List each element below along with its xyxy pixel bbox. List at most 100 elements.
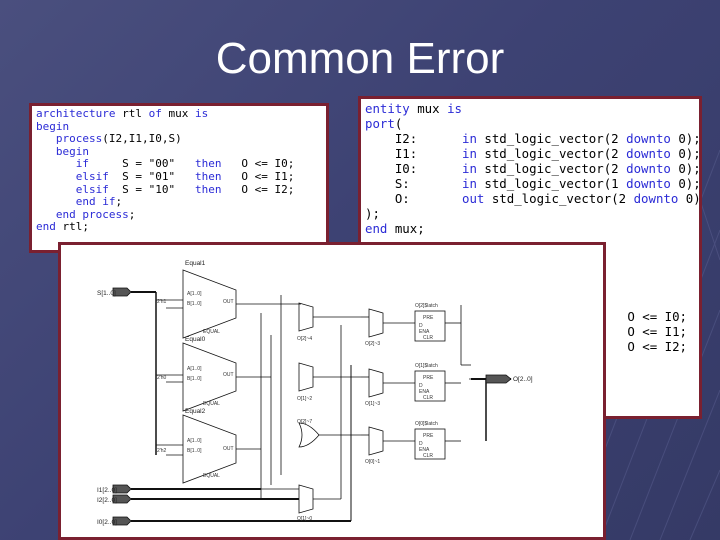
code-text: ; xyxy=(128,207,136,221)
mux-label: O[2]~4 xyxy=(297,336,312,342)
code-text: 0) xyxy=(678,191,701,206)
latch-label: O[1]$latch xyxy=(415,363,438,369)
code-keyword: end xyxy=(36,220,56,234)
const-label: 2'h2 xyxy=(157,448,167,454)
code-text: mux; xyxy=(387,221,425,236)
mux2-label: O[1]~3 xyxy=(365,401,380,407)
code-keyword: downto xyxy=(633,191,679,206)
code-keyword: architecture xyxy=(36,107,116,120)
code-text: std_logic_vector(2 xyxy=(476,146,627,161)
code-line: I1: in std_logic_vector(2 downto 0); xyxy=(365,146,699,161)
comparator-name: Equal1 xyxy=(185,260,206,267)
code-keyword: in xyxy=(461,176,477,191)
comparator-pin: A[1..0] xyxy=(187,291,202,297)
code-text: O <= I1; xyxy=(221,169,295,183)
code-line: O: out std_logic_vector(2 downto 0) xyxy=(365,191,699,206)
assignment-line: O <= I2; xyxy=(627,339,687,354)
code-line: process(I2,I1,I0,S) xyxy=(36,132,322,146)
code-keyword: then xyxy=(194,157,222,171)
code-keyword: end if xyxy=(75,195,116,209)
code-text: O <= I2; xyxy=(221,182,295,196)
const-label: 2'h1 xyxy=(157,299,167,305)
code-line: end if; xyxy=(36,195,322,209)
mux-label: O[1]~0 xyxy=(297,516,312,522)
code-keyword: end process xyxy=(55,207,129,221)
code-line: I0: in std_logic_vector(2 downto 0); xyxy=(365,161,699,176)
comparator-out: OUT xyxy=(223,372,234,378)
const-label: 2'h0 xyxy=(157,375,167,381)
code-text: ; xyxy=(115,195,123,209)
code-text: I0: xyxy=(365,161,462,176)
code-keyword: in xyxy=(461,131,477,146)
code-keyword: end xyxy=(365,221,388,236)
code-text: std_logic_vector(2 xyxy=(476,131,627,146)
code-text: std_logic_vector(1 xyxy=(476,176,627,191)
code-keyword: out xyxy=(461,191,485,206)
code-keyword: downto xyxy=(626,176,671,191)
code-text: O: xyxy=(365,191,462,206)
code-line: ); xyxy=(365,206,695,221)
code-keyword: if xyxy=(75,157,89,171)
mux-label: O[2]~7 xyxy=(297,419,312,425)
latch-pin: CLR xyxy=(423,395,433,401)
port-i0-label: I0[2..0] xyxy=(97,519,117,526)
latch-pin: PRE xyxy=(423,315,434,321)
code-line: S: in std_logic_vector(1 downto 0); xyxy=(365,176,699,191)
code-text: I2: xyxy=(365,131,462,146)
comparator-pin: B[1..0] xyxy=(187,301,202,307)
code-text: mux xyxy=(161,107,195,120)
comparator-pin: B[1..0] xyxy=(187,448,202,454)
code-text: ( xyxy=(394,116,403,131)
port-i2-label: I2[2..0] xyxy=(97,497,117,504)
latch-pin: PRE xyxy=(423,433,434,439)
code-text: 0); xyxy=(670,146,701,161)
port-i1-label: I1[2..0] xyxy=(97,487,117,494)
latch-pin: CLR xyxy=(423,453,433,459)
latch-pin: ENA xyxy=(419,329,430,335)
code-keyword: port xyxy=(365,116,395,131)
code-keyword: is xyxy=(447,101,462,116)
code-text: S = "01" xyxy=(108,169,195,183)
latch-pin: ENA xyxy=(419,447,430,453)
code-text: O <= I0; xyxy=(221,157,295,171)
mux-label: O[1]~2 xyxy=(297,396,312,402)
code-keyword: downto xyxy=(626,146,671,161)
code-text: S: xyxy=(365,176,462,191)
latch-label: O[2]$latch xyxy=(415,303,438,309)
latch-pin: D xyxy=(419,383,423,389)
code-keyword: then xyxy=(194,182,222,196)
code-keyword: entity xyxy=(365,101,410,116)
code-line: elsif S = "01" then O <= I1; xyxy=(36,169,322,184)
latch-schematic: S[1..0] I1[2..0] I2[2..0] I0[2..0] O[2..… xyxy=(97,260,533,526)
latch-pin: PRE xyxy=(423,375,434,381)
comparator-sub: EQUAL xyxy=(203,329,220,335)
code-line: end rtl; xyxy=(36,221,322,234)
code-text: ); xyxy=(365,206,380,221)
comparator-pin: A[1..0] xyxy=(187,438,202,444)
code-keyword: elsif xyxy=(75,169,109,183)
code-text: I1: xyxy=(365,146,462,161)
code-text: (I2,I1,I0,S) xyxy=(102,132,182,146)
code-keyword: in xyxy=(461,161,477,176)
code-line: end process; xyxy=(36,207,322,222)
code-text: S = "00" xyxy=(89,157,195,171)
code-text: std_logic_vector(2 xyxy=(476,161,627,176)
mux2-label: O[2]~3 xyxy=(365,341,380,347)
port-o-label: O[2..0] xyxy=(513,376,533,383)
schematic-panel: S[1..0] I1[2..0] I2[2..0] I0[2..0] O[2..… xyxy=(58,242,606,540)
code-keyword: downto xyxy=(626,161,671,176)
code-line: entity mux is xyxy=(365,101,695,116)
code-text: mux xyxy=(409,101,448,116)
code-text: std_logic_vector(2 xyxy=(484,191,634,206)
latch-label: O[0]$latch xyxy=(415,421,438,427)
code-line: end mux; xyxy=(365,221,695,236)
code-text: 0); xyxy=(670,131,701,146)
code-keyword: then xyxy=(194,169,222,183)
code-text: 0); xyxy=(670,161,701,176)
code-line: begin xyxy=(36,145,322,159)
code-text: rtl; xyxy=(55,220,89,234)
code-line: elsif S = "10" then O <= I2; xyxy=(36,182,322,197)
latch-pin: CLR xyxy=(423,335,433,341)
code-keyword: downto xyxy=(626,131,671,146)
